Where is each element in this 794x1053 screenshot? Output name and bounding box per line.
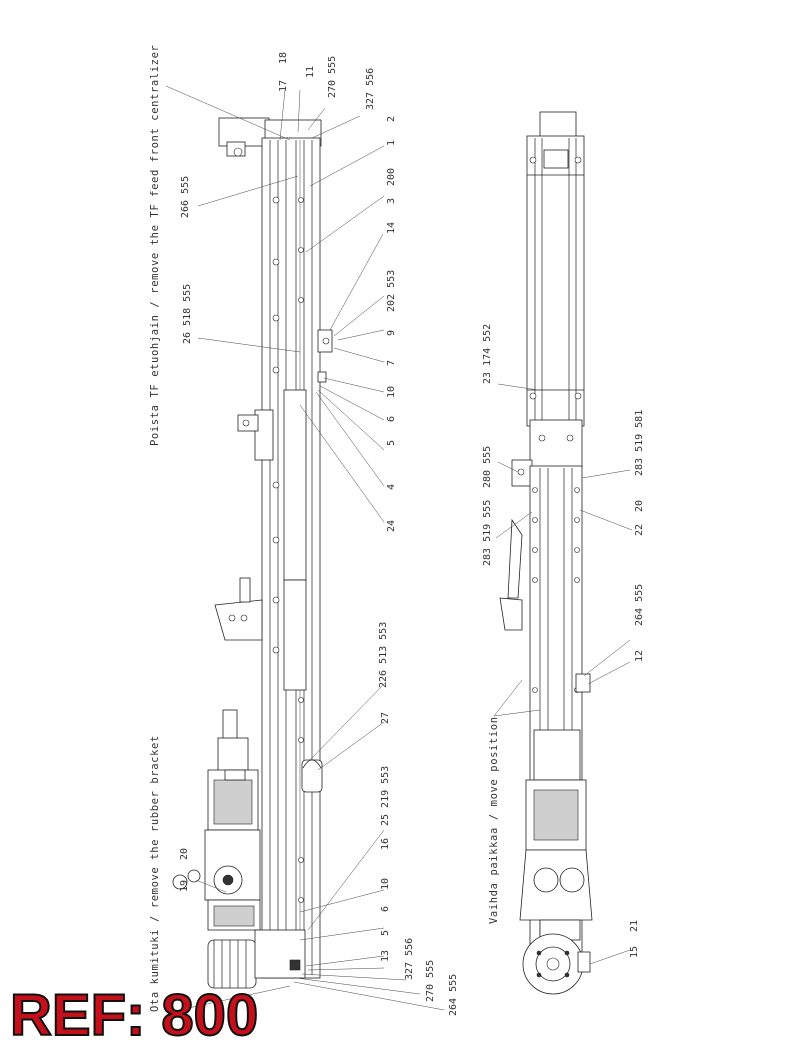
right-cylinder-body (526, 135, 585, 427)
callout-13: 13 (380, 950, 391, 962)
right-top-cap (539, 111, 577, 139)
callout-25-219-553: 25 219 553 (380, 766, 391, 826)
callout-12: 12 (634, 650, 645, 662)
left-callouts: 17 18 11 270 555 327 556 2 1 200 3 14 20… (179, 52, 459, 1016)
callout-9: 9 (386, 330, 397, 336)
right-bracket (499, 597, 523, 631)
callout-24: 24 (386, 520, 397, 532)
callout-26-518-555: 26 518 555 (182, 284, 193, 344)
note-move-position: Vaihda paikkaa / move position (488, 716, 500, 924)
ring-19 (172, 874, 188, 890)
callout-27: 27 (380, 712, 391, 724)
callout-18: 18 (278, 52, 289, 64)
cradle-block-upper (254, 409, 274, 461)
callout-3: 3 (386, 198, 397, 204)
callout-14: 14 (386, 222, 397, 234)
callout-20-right: 20 (634, 500, 645, 512)
callout-327-556-top: 327 556 (365, 68, 376, 110)
right-callouts: 23 174 552 280 555 283 519 581 22 20 283… (482, 324, 645, 958)
callout-270-555-bottom: 270 555 (425, 960, 436, 1002)
carriage-plate-lower (283, 579, 307, 691)
callout-283-519-581: 283 519 581 (634, 410, 645, 476)
callout-266-555: 266 555 (180, 176, 191, 218)
right-mid-block (529, 419, 583, 469)
ring-20 (187, 869, 201, 883)
rock-drill (204, 709, 261, 931)
callout-327-556-bottom: 327 556 (404, 938, 415, 980)
callout-1: 1 (386, 140, 397, 146)
callout-6-top: 6 (386, 416, 397, 422)
leader-lines (165, 85, 633, 1013)
callout-200: 200 (386, 168, 397, 186)
callout-202-553: 202 553 (386, 270, 397, 312)
top-end-bracket (218, 117, 270, 147)
callout-264-555-bottom: 264 555 (448, 974, 459, 1016)
lever-handle (507, 518, 523, 599)
callout-19: 19 (179, 880, 190, 892)
callout-270-555-top: 270 555 (327, 56, 338, 98)
callout-10-top: 10 (386, 386, 397, 398)
callout-6-bottom: 6 (380, 906, 391, 912)
pivot-ear (239, 577, 251, 603)
callout-283-519-555: 283 519 555 (482, 500, 493, 566)
callout-23-174-552: 23 174 552 (482, 324, 493, 384)
callout-17: 17 (278, 80, 289, 92)
callout-22: 22 (634, 524, 645, 536)
bracket-bolt (233, 147, 243, 157)
callout-15: 15 (629, 946, 640, 958)
callout-4: 4 (386, 484, 397, 490)
callout-11: 11 (305, 66, 316, 78)
callout-280-555: 280 555 (482, 446, 493, 488)
callout-2: 2 (386, 116, 397, 122)
pivot-bracket (214, 599, 263, 641)
drill-shank-housing (207, 929, 306, 989)
ref-badge: REF: 800 (9, 982, 259, 1049)
right-rock-drill (519, 729, 593, 941)
callout-5-bottom: 5 (380, 930, 391, 936)
callout-20-left: 20 (179, 848, 190, 860)
callout-16: 16 (380, 838, 391, 850)
callout-10-bottom: 10 (380, 878, 391, 890)
note-front-centralizer: Poista TF etuohjain / remove the TF feed… (149, 45, 161, 446)
callout-5-top: 5 (386, 440, 397, 446)
right-feed-assembly (499, 111, 593, 995)
callout-264-555-right: 264 555 (634, 584, 645, 626)
callout-7: 7 (386, 360, 397, 366)
callout-21: 21 (629, 920, 640, 932)
carriage-plate (283, 389, 307, 581)
note-rubber-bracket: Ota kumituki / remove the rubber bracket (149, 735, 161, 1012)
left-feed-assembly (172, 117, 333, 989)
callout-226-513-553: 226 513 553 (378, 622, 389, 688)
